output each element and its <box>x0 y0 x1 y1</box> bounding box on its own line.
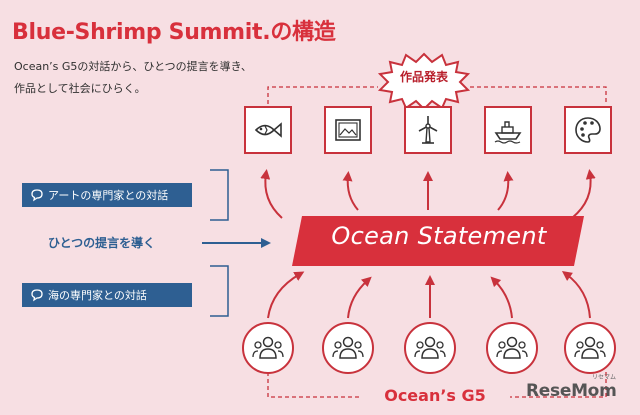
arrow-to-work-2 <box>342 171 359 211</box>
group-icon <box>496 336 528 359</box>
group-icon <box>574 336 606 359</box>
g5-member-group-3 <box>404 322 456 374</box>
work-box-picture <box>324 106 372 154</box>
arrow-from-g5-2 <box>347 276 372 319</box>
group-icon <box>414 336 446 359</box>
g5-member-group-2 <box>322 322 374 374</box>
page-title: Blue-Shrimp Summit.の構造 <box>12 20 336 45</box>
ship-icon <box>494 121 522 144</box>
subtitle-line-1: Ocean’s G5の対話から、ひとつの提言を導き、 <box>14 60 252 73</box>
g5-bracket <box>267 372 607 398</box>
speech-bubble-icon <box>31 289 43 302</box>
group-icon <box>332 336 364 359</box>
group-icon <box>252 336 284 359</box>
work-box-wind-turbine <box>404 106 452 154</box>
brand-subtext: リセマム <box>592 374 617 381</box>
work-box-fish <box>244 106 292 154</box>
arrow-to-work-4 <box>497 171 514 211</box>
palette-icon <box>575 117 601 143</box>
g5-member-group-4 <box>486 322 538 374</box>
brand-watermark: ReseMom <box>526 381 617 401</box>
arrow-from-g5-4 <box>490 276 513 319</box>
work-box-ship <box>484 106 532 154</box>
g5-label: Ocean’s G5 <box>360 386 510 405</box>
art-dialogue-text: アートの専門家との対話 <box>48 189 169 202</box>
sea-dialogue-label: 海の専門家との対話 <box>22 283 192 307</box>
g5-member-group-5 <box>564 322 616 374</box>
art-dialogue-label: アートの専門家との対話 <box>22 183 192 207</box>
fish-icon <box>254 122 282 138</box>
statement-title: Ocean Statement <box>331 222 547 250</box>
wind-turbine-icon <box>418 116 438 144</box>
arrow-from-g5-5 <box>561 271 591 319</box>
arrow-to-work-1 <box>260 169 283 219</box>
speech-bubble-icon <box>31 189 43 202</box>
work-box-palette <box>564 106 612 154</box>
works-bracket <box>267 86 607 104</box>
art-dialogue-bracket <box>210 169 229 221</box>
announcement-label: 作品発表 <box>399 70 448 84</box>
guide-label: ひとつの提言を導く <box>48 236 156 250</box>
g5-member-group-1 <box>242 322 294 374</box>
statement-banner <box>292 216 584 266</box>
sea-dialogue-text: 海の専門家との対話 <box>48 289 147 302</box>
arrow-from-g5-1 <box>267 271 305 319</box>
picture-icon <box>335 119 361 141</box>
arrow-to-work-5 <box>571 169 596 219</box>
subtitle-line-2: 作品として社会にひらく。 <box>14 82 146 95</box>
sea-dialogue-bracket <box>210 265 229 317</box>
